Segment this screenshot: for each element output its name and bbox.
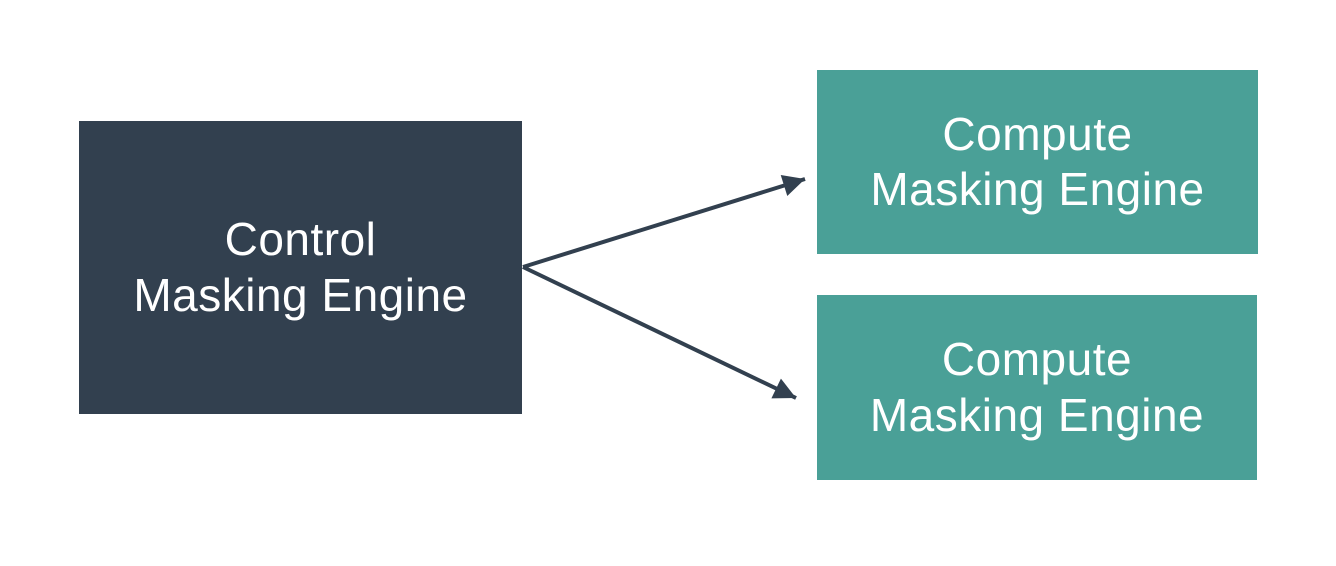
node-label-line: Compute [941, 333, 1133, 386]
node-label-line: Masking Engine [869, 388, 1205, 441]
node-label-line: Masking Engine [133, 268, 468, 321]
node-label-line: Masking Engine [870, 163, 1205, 215]
compute-masking-engine-bottom-node: Compute Masking Engine [817, 295, 1257, 480]
arrow-control-to-compute-top [522, 175, 806, 269]
node-label-line: Control [224, 213, 377, 266]
control-masking-engine-label: Control Masking Engine [133, 212, 467, 322]
arrow-control-to-compute-bottom [522, 265, 797, 400]
compute-masking-engine-bottom-label: Compute Masking Engine [870, 332, 1204, 442]
control-masking-engine-node: Control Masking Engine [79, 121, 522, 414]
node-label-line: Compute [942, 107, 1133, 160]
compute-masking-engine-top-node: Compute Masking Engine [817, 70, 1258, 254]
compute-masking-engine-top-label: Compute Masking Engine [870, 107, 1204, 217]
